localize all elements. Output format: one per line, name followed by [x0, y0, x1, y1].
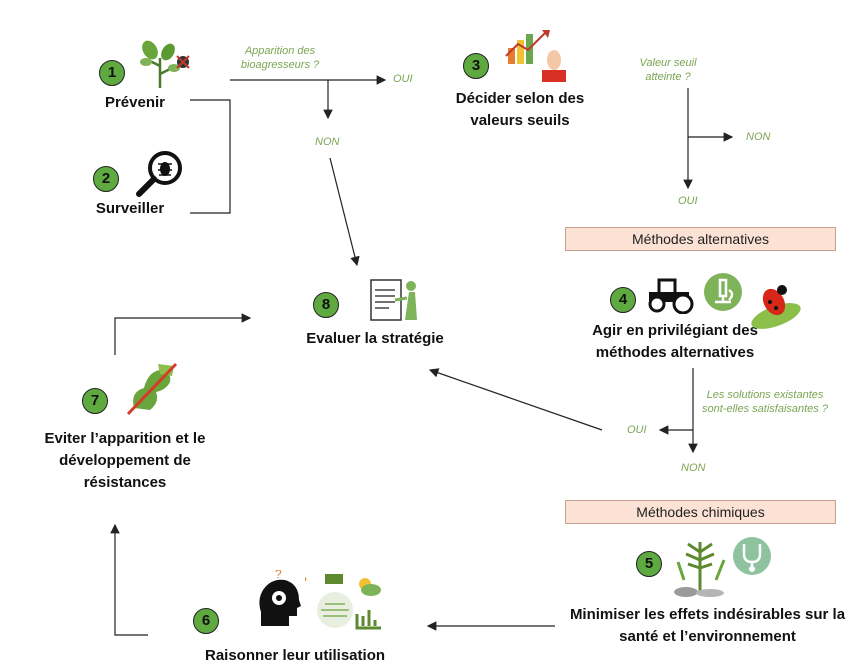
box-methodes-chimiques: Méthodes chimiques	[565, 500, 836, 524]
svg-text:?: ?	[275, 570, 282, 581]
answer-oui-3: OUI	[627, 424, 647, 436]
step-label-prevenir: Prévenir	[104, 94, 166, 111]
ladybug-leaf-icon	[751, 285, 801, 329]
arrow-raisonner-to-eviter	[110, 523, 148, 636]
step-badge-5: 5	[636, 551, 662, 577]
question-threshold: Valeur seuil atteinte ?	[639, 57, 697, 83]
arrow-non1-to-evaluer	[329, 157, 360, 267]
step-label-evaluer: Evaluer la stratégie	[306, 330, 444, 347]
evaluation-board-icon	[370, 279, 417, 321]
step-label-raisonner: Raisonner leur utilisation	[204, 647, 386, 664]
microscope-icon	[704, 273, 742, 311]
step-label-eviter: Eviter l’apparition et le développement …	[44, 430, 206, 491]
field-machine-icon: ?	[305, 573, 353, 628]
step-label-minimiser: Minimiser les effets indésirables sur la…	[569, 606, 846, 645]
thinking-head-icon: ?	[259, 570, 301, 626]
weather-chart-icon	[355, 578, 381, 630]
step-badge-3: 3	[463, 53, 489, 79]
tractor-icon	[648, 278, 694, 314]
fern-stones-icon	[674, 542, 726, 597]
magnifier-bug-icon	[136, 151, 182, 197]
answer-oui-1: OUI	[393, 73, 413, 85]
plant-pest-icon	[140, 40, 190, 88]
step-label-agir: Agir en privilégiant des méthodes altern…	[592, 322, 758, 361]
stethoscope-icon	[733, 537, 771, 575]
flexed-arm-crossed-icon	[126, 362, 178, 416]
step-badge-6: 6	[193, 608, 219, 634]
answer-non-2: NON	[746, 131, 771, 143]
step-badge-1: 1	[99, 60, 125, 86]
step-badge-7: 7	[82, 388, 108, 414]
answer-non-1: NON	[315, 136, 340, 148]
step-badge-8: 8	[313, 292, 339, 318]
step-label-surveiller: Surveiller	[95, 200, 165, 217]
question-pests: Apparition des bioagresseurs ?	[240, 45, 320, 71]
bracket-prevenir-surveiller	[190, 99, 231, 214]
arrow-oui3-to-evaluer	[428, 368, 603, 431]
chart-decision-icon	[505, 30, 566, 82]
step-badge-4: 4	[610, 287, 636, 313]
arrow-eviter-to-evaluer	[114, 313, 252, 355]
box-methodes-alternatives: Méthodes alternatives	[565, 227, 836, 251]
svg-text:?: ?	[305, 573, 307, 589]
answer-oui-2: OUI	[678, 195, 698, 207]
answer-non-3: NON	[681, 462, 706, 474]
step-label-decider: Décider selon des valeurs seuils	[455, 90, 585, 129]
step-badge-2: 2	[93, 166, 119, 192]
question-solutions: Les solutions existantes sont-elles sati…	[702, 389, 828, 415]
